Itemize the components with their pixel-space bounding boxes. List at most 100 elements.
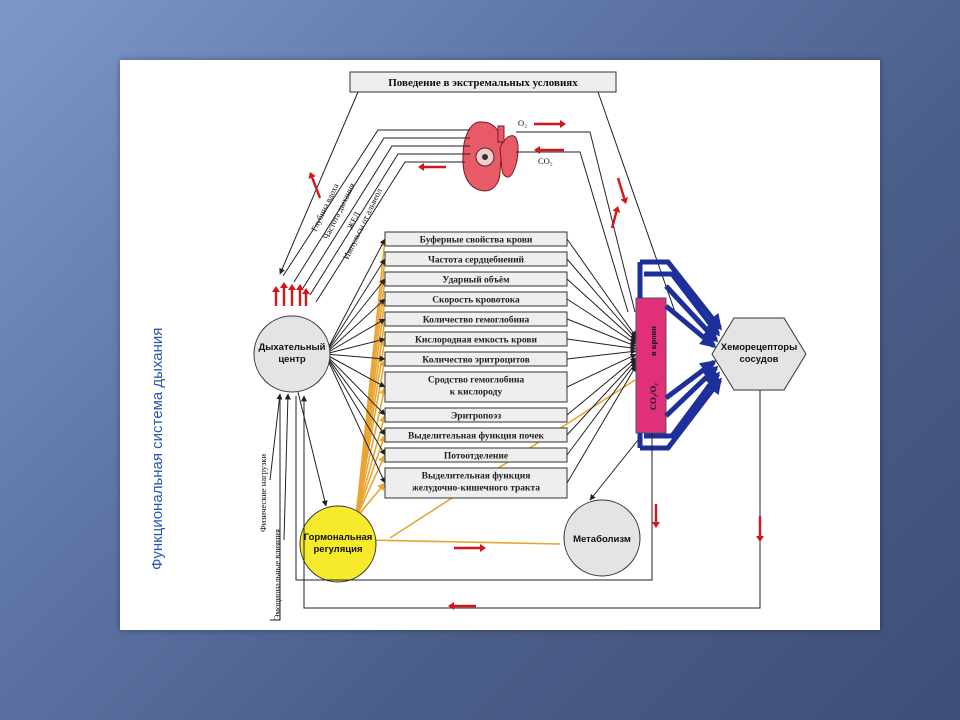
red-arrow-head	[652, 522, 660, 528]
resp-center-node	[253, 315, 331, 393]
param-box	[384, 351, 568, 367]
chemoreceptor-line2: сосудов	[740, 354, 779, 365]
param-box	[384, 447, 568, 463]
blood-link	[566, 298, 637, 345]
param-label: Буферные свойства крови	[420, 235, 533, 246]
blood-to-chemoreceptor-links	[637, 259, 722, 451]
param-box	[384, 331, 568, 347]
blood-link	[566, 357, 637, 416]
blue-arrow	[664, 304, 717, 349]
red-arrow	[616, 177, 626, 199]
resp-link	[324, 318, 386, 355]
feedback-loops	[270, 390, 761, 621]
blood-gas-bar	[635, 297, 667, 434]
red-arrow-head	[560, 120, 566, 128]
red-arrow-head	[280, 282, 288, 288]
gas-co2-label: CO₂	[538, 156, 553, 166]
red-arrow-head	[308, 172, 316, 180]
param-label: к кислороду	[450, 388, 503, 398]
blood-link	[566, 362, 637, 456]
param-label: желудочно-кишечного тракта	[412, 484, 540, 494]
resp-link	[324, 258, 386, 355]
external-inputs	[269, 393, 291, 541]
blood-link	[566, 278, 637, 342]
resp-center-line2: центр	[278, 354, 306, 365]
resp-center-line1: Дыхательный	[259, 342, 326, 353]
resp-link	[324, 353, 386, 484]
blue-arrow	[644, 271, 720, 337]
param-box	[384, 251, 568, 267]
blood-link	[566, 318, 637, 348]
behavior-box	[349, 71, 617, 93]
blood-gas-line2: в крови	[648, 326, 658, 356]
param-box	[384, 371, 568, 403]
param-box	[384, 231, 568, 247]
red-arrow-head	[480, 544, 486, 552]
blue-arrow	[640, 377, 722, 451]
slide-frame: Функциональная система дыхания Поведение…	[120, 60, 880, 630]
param-label: Эритропоэз	[451, 412, 501, 422]
resp-link	[324, 353, 386, 388]
red-arrow	[311, 177, 322, 199]
red-arrow-head	[620, 197, 629, 204]
blood-link	[566, 365, 637, 484]
red-arrow-head	[296, 284, 304, 290]
blood-metabolism-link	[589, 439, 639, 501]
red-arrow-head	[302, 288, 310, 294]
resp-link	[324, 337, 386, 355]
red-arrow-head	[756, 536, 764, 542]
param-box	[384, 271, 568, 287]
blue-arrow	[644, 371, 721, 439]
red-arrow-head	[534, 146, 540, 154]
lung-links	[282, 129, 636, 313]
center-hormonal-link	[297, 391, 328, 507]
blood-link	[566, 238, 637, 338]
param-box	[384, 407, 568, 423]
diagram-title: Функциональная система дыхания	[149, 328, 166, 570]
blood-link	[566, 338, 637, 351]
resp-link	[324, 238, 386, 355]
resp-link	[324, 298, 386, 355]
chemoreceptor-node	[711, 317, 807, 391]
gas-o2-label: O₂	[518, 118, 527, 128]
red-arrow-head	[448, 602, 454, 610]
metabolism-label: Метаболизм	[573, 534, 631, 545]
behavior-label: Поведение в экстремальных условиях	[388, 77, 578, 89]
blood-link	[566, 348, 637, 360]
param-label: Потоотделение	[444, 452, 508, 462]
param-box	[384, 427, 568, 443]
param-label: Ударный объём	[442, 275, 510, 286]
lung-icon	[462, 121, 519, 192]
blue-arrow	[664, 284, 719, 343]
blood-link	[566, 258, 637, 340]
param-box	[384, 467, 568, 499]
resp-link	[324, 353, 386, 416]
red-arrow-head	[612, 206, 621, 213]
param-label: Сродство гемоглобина	[428, 375, 525, 386]
param-label: Количество эритроцитов	[422, 356, 529, 366]
param-label: Количество гемоглобина	[423, 315, 530, 326]
physical-load-label: Физические нагрузки	[258, 454, 268, 532]
red-arrow	[610, 211, 618, 229]
param-label: Кислородная емкость крови	[415, 336, 537, 346]
hormonal-link	[355, 454, 386, 519]
param-label: Выделительная функция	[422, 471, 531, 482]
hormonal-to-metabolism-link	[367, 539, 561, 545]
resp-center-links	[324, 238, 386, 484]
metabolism-node	[563, 499, 641, 577]
diagram: Функциональная система дыхания Поведение…	[149, 71, 807, 621]
param-box	[384, 291, 568, 307]
blood-link	[566, 359, 637, 436]
param-label: Скорость кровотока	[432, 296, 520, 306]
blood-link	[566, 353, 637, 388]
blood-gas-line1: CO₂/O₂	[648, 383, 658, 410]
param-box	[384, 311, 568, 327]
red-arrow-head	[418, 163, 424, 171]
red-arrow-head	[288, 284, 296, 290]
param-to-blood-links	[566, 238, 637, 484]
param-label: Частота сердцебиений	[428, 255, 525, 266]
red-arrows	[272, 120, 764, 610]
hormonal-line1: Гормональная	[304, 532, 373, 543]
resp-link	[324, 278, 386, 355]
